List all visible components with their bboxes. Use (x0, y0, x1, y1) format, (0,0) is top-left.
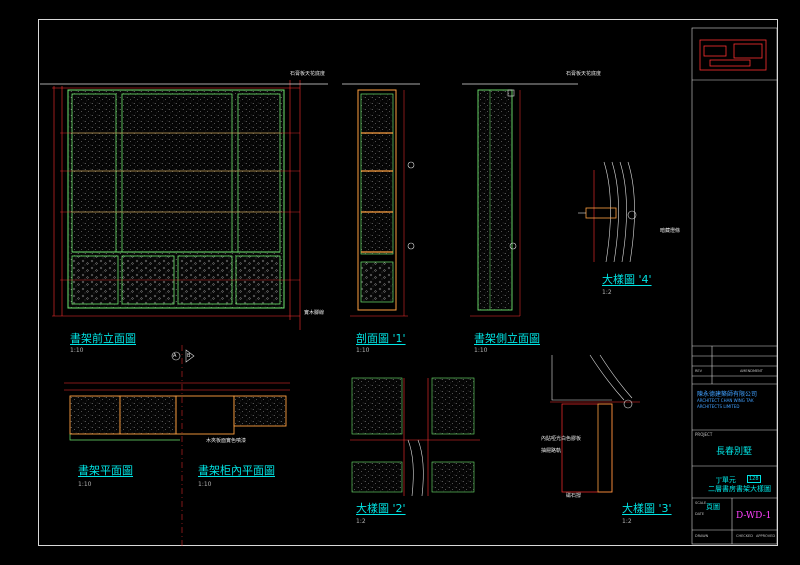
drawing-number: D-WD-1 (736, 511, 772, 521)
detail-3-note-c: 磁石撐 (566, 493, 582, 499)
detail-4-scale: 1:2 (602, 289, 612, 296)
detail-3 (550, 354, 640, 493)
amendment-label: AMENDMENT (740, 369, 763, 373)
inner-plan-scale: 1:10 (198, 481, 212, 488)
section-1-scale: 1:10 (356, 347, 370, 354)
bookcase-plan (64, 345, 290, 548)
company-logo (699, 39, 767, 71)
checked-label: CHECKED (736, 534, 753, 538)
date-label: DATE (695, 512, 705, 516)
detail-2-scale: 1:2 (356, 518, 366, 525)
ceiling-note-1: 石膏板天花底度 (290, 71, 326, 77)
marker-a: A (173, 353, 177, 359)
drawn-label: DRAWN (695, 534, 709, 538)
revision-label: REV (695, 369, 703, 373)
scale-label: SCALE (695, 501, 707, 505)
sheet-label: 頁圖 (706, 503, 720, 511)
project-label: PROJECT (695, 432, 713, 437)
inner-plan-title: 書架柜內平面圖 (198, 464, 275, 477)
project-name: 長春別墅 (716, 447, 753, 457)
front-elevation (40, 80, 328, 330)
front-elevation-scale: 1:10 (70, 347, 84, 354)
front-elevation-title: 書架前立面圖 (70, 332, 136, 345)
inner-plan-note: 木夾板面實色噴漆 (206, 438, 247, 444)
detail-3-note-a: 內貼啞光白色膠板 (541, 436, 582, 442)
side-elevation (462, 83, 578, 317)
detail-2 (350, 377, 480, 497)
detail-3-title: 大樣圖 '3' (622, 502, 672, 515)
unit-label: 'J'單元 (716, 476, 736, 484)
section-1 (342, 83, 420, 317)
detail-4-note-a: 暗藏燈條 (660, 228, 681, 234)
detail-3-scale: 1:2 (622, 518, 632, 525)
side-elevation-scale: 1:10 (474, 347, 488, 354)
drawing-border (38, 19, 778, 546)
plan-scale: 1:10 (78, 481, 92, 488)
detail-4-title: 大樣圖 '4' (602, 273, 652, 286)
plan-title: 書架平面圖 (78, 464, 133, 477)
company-name-en-2: ARCHITECTS LIMITED (697, 404, 740, 409)
base-note: 實木腳線 (304, 310, 325, 316)
company-name-cn: 陳永德建築師有限公司 (697, 391, 758, 398)
section-1-title: 剖面圖 '1' (356, 332, 406, 345)
unit-code: 128 (747, 475, 761, 483)
marker-b: B (187, 353, 191, 359)
approved-label: APPROVED (756, 534, 776, 538)
detail-2-title: 大樣圖 '2' (356, 502, 406, 515)
title-block-grid (691, 27, 778, 545)
drawing-name: 二層書房書架大樣圖 (708, 485, 771, 493)
company-name-en-1: ARCHITECT CHAN WING TAK (697, 398, 754, 403)
detail-3-note-b: 抽屜路軌 (541, 448, 562, 454)
ceiling-note-2: 石膏板天花底度 (566, 71, 602, 77)
side-elevation-title: 書架側立面圖 (474, 332, 540, 345)
detail-4 (578, 161, 637, 263)
